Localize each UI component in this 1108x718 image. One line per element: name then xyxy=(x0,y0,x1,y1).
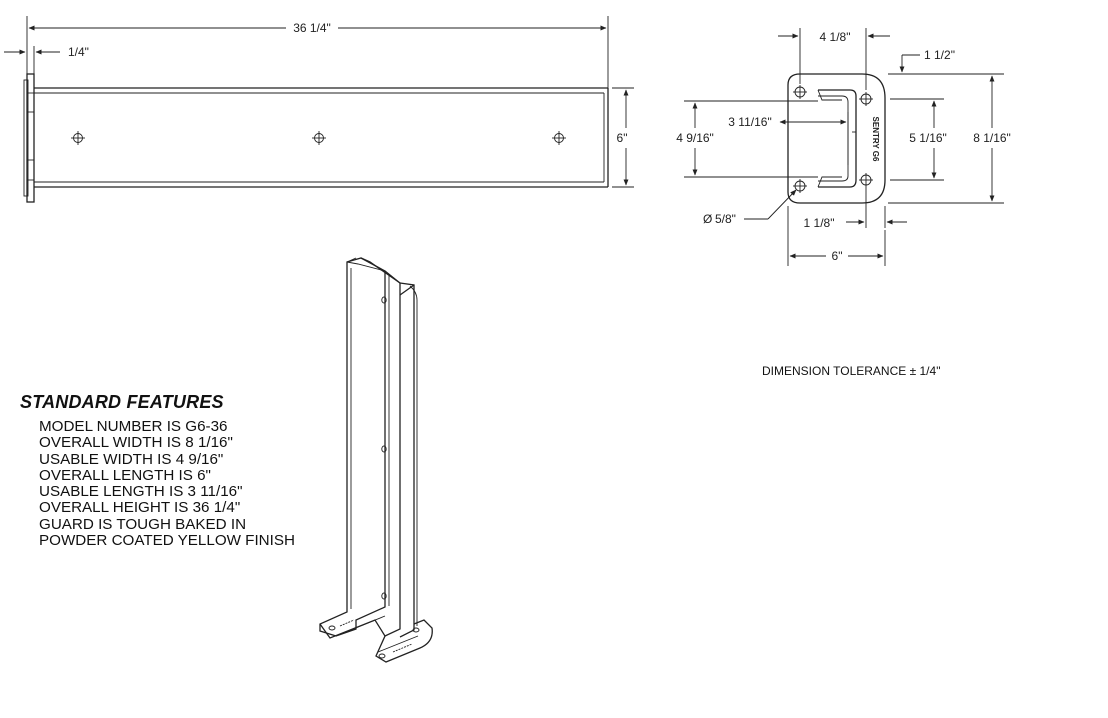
emboss-text: SENTRY G6 xyxy=(871,117,880,162)
overall-length-label: 6" xyxy=(832,249,843,263)
tolerance-note: DIMENSION TOLERANCE ± 1/4" xyxy=(762,364,941,378)
base-plate xyxy=(26,73,35,203)
usable-length-label: 3 11/16" xyxy=(728,115,771,129)
top-hole-1 xyxy=(793,85,807,99)
edge-offset-label: 1 1/8" xyxy=(804,216,835,230)
feature-item: OVERALL WIDTH IS 8 1/16" xyxy=(39,434,233,452)
hole-spacing-dimension: 5 1/16" xyxy=(890,98,947,181)
features-list: MODEL NUMBER IS G6-36 OVERALL WIDTH IS 8… xyxy=(20,418,340,550)
side-hole-2 xyxy=(312,131,326,145)
overall-width-label: 8 1/16" xyxy=(973,131,1011,145)
plate-thickness-dimension: 1/4" xyxy=(4,45,89,74)
features-title: STANDARD FEATURES xyxy=(20,392,224,412)
top-hole-3 xyxy=(859,173,873,187)
side-hole-1 xyxy=(71,131,85,145)
inset-dimension: 1 1/2" xyxy=(899,48,955,73)
hole-diameter-callout: Ø 5/8" xyxy=(703,189,797,226)
plate-thickness-label: 1/4" xyxy=(68,45,89,59)
base-plate-outline xyxy=(787,73,886,204)
top-hole-4 xyxy=(793,179,807,193)
feature-item: OVERALL LENGTH IS 6" xyxy=(39,466,211,484)
inset-label: 1 1/2" xyxy=(924,48,955,62)
standard-features: STANDARD FEATURES MODEL NUMBER IS G6-36 … xyxy=(20,392,340,549)
feature-item: POWDER COATED YELLOW FINISH xyxy=(39,532,295,550)
overall-width-dimension: 8 1/16" xyxy=(888,73,1011,204)
usable-length-dimension: 3 11/16" xyxy=(728,115,856,133)
overall-length-dimension: 6" xyxy=(787,206,886,266)
hole-diameter-label: 5/8" xyxy=(715,212,736,226)
channel-outline xyxy=(818,89,857,188)
feature-item: USABLE WIDTH IS 4 9/16" xyxy=(39,450,224,468)
flange-label: 4 1/8" xyxy=(820,30,851,44)
feature-item: GUARD IS TOUGH BAKED IN xyxy=(39,515,247,533)
usable-width-label: 4 9/16" xyxy=(676,131,714,145)
feature-item: USABLE LENGTH IS 3 11/16" xyxy=(39,483,243,501)
side-width-dimension: 6" xyxy=(612,87,634,188)
overall-height-dimension: 36 1/4" xyxy=(28,21,607,35)
guard-body-side xyxy=(34,87,609,188)
side-view: 36 1/4" 1/4" xyxy=(4,16,634,203)
overall-height-label: 36 1/4" xyxy=(293,21,331,35)
feature-item: MODEL NUMBER IS G6-36 xyxy=(39,418,228,435)
side-hole-3 xyxy=(552,131,566,145)
feature-item: OVERALL HEIGHT IS 36 1/4" xyxy=(39,499,241,517)
flange-dimension: 4 1/8" xyxy=(778,28,890,90)
usable-width-dimension: 4 9/16" xyxy=(676,100,818,178)
diameter-symbol: Ø xyxy=(703,212,712,226)
edge-offset-dimension: 1 1/8" xyxy=(804,187,907,230)
top-view: SENTRY G6 xyxy=(676,28,1011,266)
top-hole-2 xyxy=(859,92,873,106)
side-width-label: 6" xyxy=(617,131,628,145)
hole-spacing-label: 5 1/16" xyxy=(909,131,947,145)
isometric-view xyxy=(319,257,433,663)
